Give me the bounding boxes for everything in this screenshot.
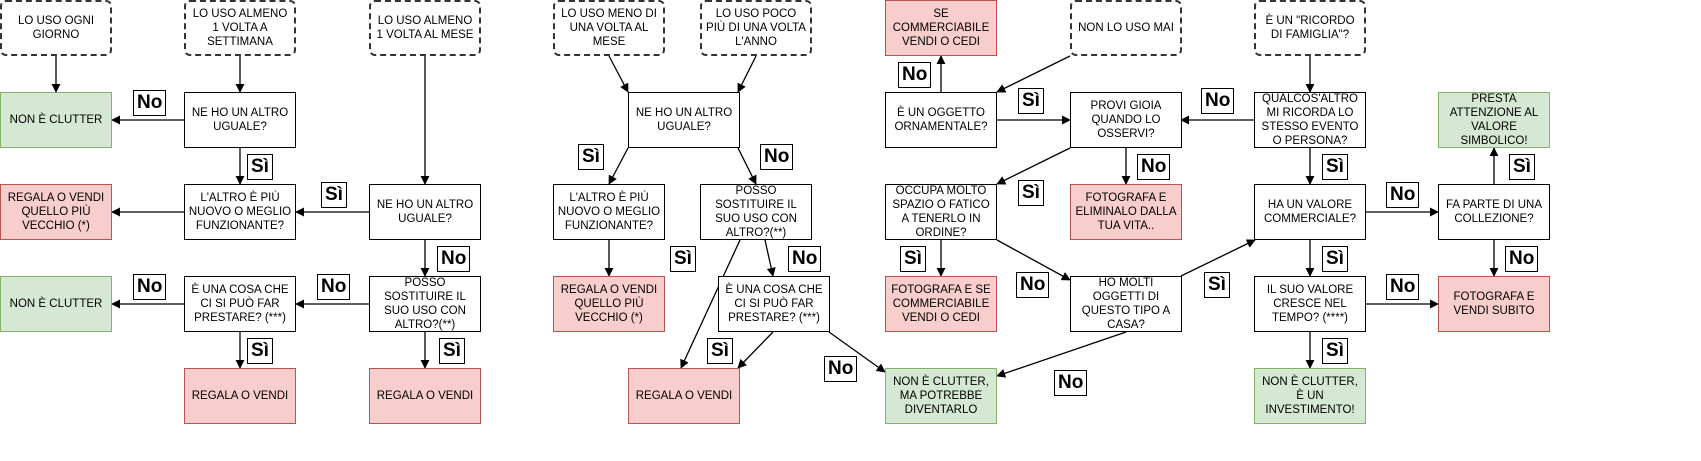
edge	[737, 55, 757, 93]
result-regala-vendi: REGALA O VENDI	[369, 368, 481, 424]
edge-label-si: Sì	[439, 338, 465, 364]
edge-label-no: No	[1016, 272, 1050, 298]
start-uso-ogni-giorno: LO USO OGNI GIORNO	[0, 0, 112, 56]
edge-label-no: No	[760, 144, 794, 170]
edge	[680, 239, 741, 369]
edge	[737, 147, 757, 185]
question-sostituire: POSSO SOSTITUIRE IL SUO USO CON ALTRO?(*…	[369, 276, 481, 332]
question-prestare: È UNA COSA CHE CI SI PUÒ FAR PRESTARE? (…	[718, 276, 830, 332]
edge-label-no: No	[1386, 274, 1420, 300]
edge-label-no: No	[788, 246, 822, 272]
result-regala-vendi: REGALA O VENDI	[628, 368, 740, 424]
edge-label-no: No	[1137, 154, 1171, 180]
result-potrebbe-diventarlo: NON È CLUTTER, MA POTREBBE DIVENTARLO	[885, 368, 997, 424]
result-investimento: NON È CLUTTER, È UN INVESTIMENTO!	[1254, 368, 1366, 424]
edge-label-si: Sì	[247, 154, 273, 180]
edge	[764, 239, 776, 277]
question-collezione: FA PARTE DI UNA COLLEZIONE?	[1438, 184, 1550, 240]
question-altro-uguale: NE HO UN ALTRO UGUALE?	[628, 92, 740, 148]
start-ricordo-famiglia: È UN "RICORDO DI FAMIGLIA"?	[1254, 0, 1366, 56]
start-uso-mese: LO USO ALMENO 1 VOLTA AL MESE	[369, 0, 481, 56]
edge	[996, 239, 1071, 281]
question-sostituire: POSSO SOSTITUIRE IL SUO USO CON ALTRO?(*…	[700, 184, 812, 240]
edge	[996, 331, 1127, 378]
edge-label-si: Sì	[1322, 246, 1348, 272]
edge-label-no: No	[133, 90, 167, 116]
edge-label-si: Sì	[247, 338, 273, 364]
edge-label-si: Sì	[1204, 272, 1230, 298]
edge-label-no: No	[1054, 370, 1088, 396]
edge	[828, 331, 886, 373]
edge-label-no: No	[898, 62, 932, 88]
question-spazio: OCCUPA MOLTO SPAZIO O FATICO A TENERLO I…	[885, 184, 997, 240]
edge-label-no: No	[317, 274, 351, 300]
edge-label-si: Sì	[1322, 154, 1348, 180]
edge	[996, 147, 1071, 185]
edge	[608, 147, 629, 185]
edge	[737, 331, 774, 369]
edge-label-si: Sì	[707, 338, 733, 364]
result-regala-vecchio: REGALA O VENDI QUELLO PIÙ VECCHIO (*)	[0, 184, 112, 240]
result-se-commerciabile: SE COMMERCIABILE VENDI O CEDI	[885, 0, 997, 56]
edge-label-no: No	[1201, 88, 1235, 114]
result-regala-vendi: REGALA O VENDI	[184, 368, 296, 424]
question-altro-uguale: NE HO UN ALTRO UGUALE?	[369, 184, 481, 240]
edge-label-si: Sì	[321, 182, 347, 208]
edge-label-si: Sì	[578, 144, 604, 170]
edge	[996, 55, 1071, 93]
edge-label-si: Sì	[1509, 154, 1535, 180]
question-prestare: È UNA COSA CHE CI SI PUÒ FAR PRESTARE? (…	[184, 276, 296, 332]
edge-label-si: Sì	[670, 246, 696, 272]
edge-label-no: No	[133, 274, 167, 300]
question-valore-commerciale: HA UN VALORE COMMERCIALE?	[1254, 184, 1366, 240]
question-piu-nuovo: L'ALTRO È PIÙ NUOVO O MEGLIO FUNZIONANTE…	[184, 184, 296, 240]
edge	[1180, 239, 1256, 277]
result-valore-simbolico: PRESTA ATTENZIONE AL VALORE SIMBOLICO!	[1438, 92, 1550, 148]
result-regala-vecchio: REGALA O VENDI QUELLO PIÙ VECCHIO (*)	[553, 276, 665, 332]
question-piu-nuovo: L'ALTRO È PIÙ NUOVO O MEGLIO FUNZIONANTE…	[553, 184, 665, 240]
question-ricorda-evento: QUALCOS'ALTRO MI RICORDA LO STESSO EVENT…	[1254, 92, 1366, 148]
start-non-lo-uso-mai: NON LO USO MAI	[1070, 0, 1182, 56]
edge-label-no: No	[437, 246, 471, 272]
question-altro-uguale: NE HO UN ALTRO UGUALE?	[184, 92, 296, 148]
edge-label-no: No	[824, 356, 858, 382]
result-non-clutter: NON È CLUTTER	[0, 276, 112, 332]
edge	[608, 55, 629, 93]
result-fotografa-vendi: FOTOGRAFA E VENDI SUBITO	[1438, 276, 1550, 332]
result-fotografa-elimina: FOTOGRAFA E ELIMINALO DALLA TUA VITA..	[1070, 184, 1182, 240]
result-non-clutter: NON È CLUTTER	[0, 92, 112, 148]
question-ornamentale: È UN OGGETTO ORNAMENTALE?	[885, 92, 997, 148]
edge-label-no: No	[1386, 182, 1420, 208]
start-uso-meno-mese: LO USO MENO DI UNA VOLTA AL MESE	[553, 0, 665, 56]
edge-label-no: No	[1505, 246, 1539, 272]
question-molti-oggetti: HO MOLTI OGGETTI DI QUESTO TIPO A CASA?	[1070, 276, 1182, 332]
question-cresce-valore: IL SUO VALORE CRESCE NEL TEMPO? (****)	[1254, 276, 1366, 332]
start-uso-settimana: LO USO ALMENO 1 VOLTA A SETTIMANA	[184, 0, 296, 56]
edge-label-si: Sì	[1018, 180, 1044, 206]
edge-label-si: Sì	[900, 246, 926, 272]
start-uso-poco-anno: LO USO POCO PIÙ DI UNA VOLTA L'ANNO	[700, 0, 812, 56]
edge-label-si: Sì	[1018, 88, 1044, 114]
result-fotografa-commerciabile: FOTOGRAFA E SE COMMERCIABILE VENDI O CED…	[885, 276, 997, 332]
edge-label-si: Sì	[1322, 338, 1348, 364]
question-gioia: PROVI GIOIA QUANDO LO OSSERVI?	[1070, 92, 1182, 148]
